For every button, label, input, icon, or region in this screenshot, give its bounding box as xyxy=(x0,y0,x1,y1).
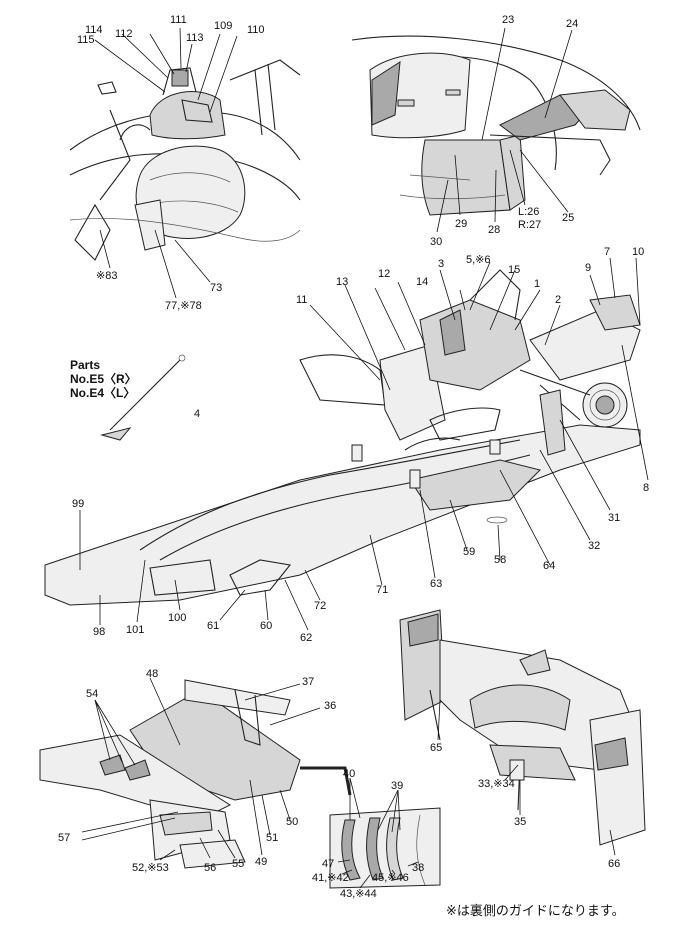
part-label-66: 66 xyxy=(608,858,621,870)
part-label-5-6: 5,※6 xyxy=(466,254,491,266)
cockpit-airbox-drawing xyxy=(69,27,301,299)
part-label-38: 38 xyxy=(412,862,425,874)
part-label-10: 10 xyxy=(632,246,645,258)
part-label-40: 40 xyxy=(343,768,356,780)
part-label-55: 55 xyxy=(232,858,245,870)
sidepod-wing-drawing xyxy=(351,27,641,233)
reverse-side-guide-note: ※は裏側のガイドになります。 xyxy=(446,904,625,919)
part-label-7: 7 xyxy=(604,246,611,258)
part-label-4: 4 xyxy=(194,408,201,420)
floor-drawing xyxy=(39,677,352,869)
part-label-28: 28 xyxy=(488,224,501,236)
part-label-114: 114 xyxy=(85,24,103,36)
part-label-64: 64 xyxy=(543,560,556,572)
part-label-11: 11 xyxy=(296,294,308,306)
part-label-14: 14 xyxy=(416,276,429,288)
parts-note-right: No.E5〈R〉 xyxy=(70,372,137,386)
part-label-13: 13 xyxy=(336,276,349,288)
part-label-63: 63 xyxy=(430,578,443,590)
part-label-45-46: 45,※46 xyxy=(372,872,409,884)
part-label-36: 36 xyxy=(324,700,337,712)
part-label-71: 71 xyxy=(376,584,389,596)
part-label-112: 112 xyxy=(115,28,133,40)
part-label-23: 23 xyxy=(502,14,515,26)
part-label-37: 37 xyxy=(302,676,315,688)
parts-note-title: Parts xyxy=(70,358,101,372)
part-label-73: 73 xyxy=(210,282,223,294)
part-label-27: R:27 xyxy=(518,219,542,231)
front-wing-drawing xyxy=(399,609,646,856)
part-label-3: 3 xyxy=(438,258,445,270)
part-label-12: 12 xyxy=(378,268,391,280)
part-label-24: 24 xyxy=(566,18,579,30)
part-label-98: 98 xyxy=(93,626,106,638)
part-label-9: 9 xyxy=(585,262,592,274)
part-label-109: 109 xyxy=(214,20,233,32)
part-label-77-78: 77,※78 xyxy=(165,300,202,312)
part-label-61: 61 xyxy=(207,620,220,632)
part-label-8: 8 xyxy=(643,482,650,494)
part-label-51: 51 xyxy=(266,832,279,844)
part-label-43-44: 43,※44 xyxy=(340,888,377,900)
part-label-113: 113 xyxy=(186,32,204,44)
part-label-99: 99 xyxy=(72,498,85,510)
part-label-35: 35 xyxy=(514,816,527,828)
part-label-25: 25 xyxy=(562,212,575,224)
part-label-110: 110 xyxy=(247,24,265,36)
main-chassis-drawing xyxy=(44,257,649,631)
part-label-54: 54 xyxy=(86,688,99,700)
part-label-101: 101 xyxy=(126,624,145,636)
part-label-48: 48 xyxy=(146,668,159,680)
part-label-49: 49 xyxy=(255,856,268,868)
part-label-56: 56 xyxy=(204,862,217,874)
part-label-83: ※83 xyxy=(96,270,118,282)
part-label-2: 2 xyxy=(555,294,562,306)
part-label-72: 72 xyxy=(314,600,327,612)
part-label-33-34: 33,※34 xyxy=(478,778,515,790)
part-label-50: 50 xyxy=(286,816,299,828)
part-label-32: 32 xyxy=(588,540,601,552)
part-label-26: L:26 xyxy=(518,206,540,218)
part-label-59: 59 xyxy=(463,546,476,558)
part-label-41-42: 41,※42 xyxy=(312,872,349,884)
part-label-47: 47 xyxy=(322,858,335,870)
part-label-31: 31 xyxy=(608,512,621,524)
part-label-57: 57 xyxy=(58,832,71,844)
part-label-1: 1 xyxy=(534,278,541,290)
part-label-111: 111 xyxy=(170,14,187,26)
turning-vanes-drawing xyxy=(329,777,441,889)
part-label-52-53: 52,※53 xyxy=(132,862,169,874)
part-label-60: 60 xyxy=(260,620,273,632)
part-label-62: 62 xyxy=(300,632,313,644)
part-label-29: 29 xyxy=(455,218,468,230)
part-label-30: 30 xyxy=(430,236,443,248)
parts-note-left: No.E4〈L〉 xyxy=(70,386,136,400)
part-label-65: 65 xyxy=(430,742,443,754)
part-label-39: 39 xyxy=(391,780,404,792)
part-label-15: 15 xyxy=(508,264,521,276)
part-label-115: 115 xyxy=(77,34,95,46)
part-label-100: 100 xyxy=(168,612,187,624)
part-label-58: 58 xyxy=(494,554,507,566)
parts-note: Parts No.E5〈R〉 No.E4〈L〉 xyxy=(70,358,137,400)
